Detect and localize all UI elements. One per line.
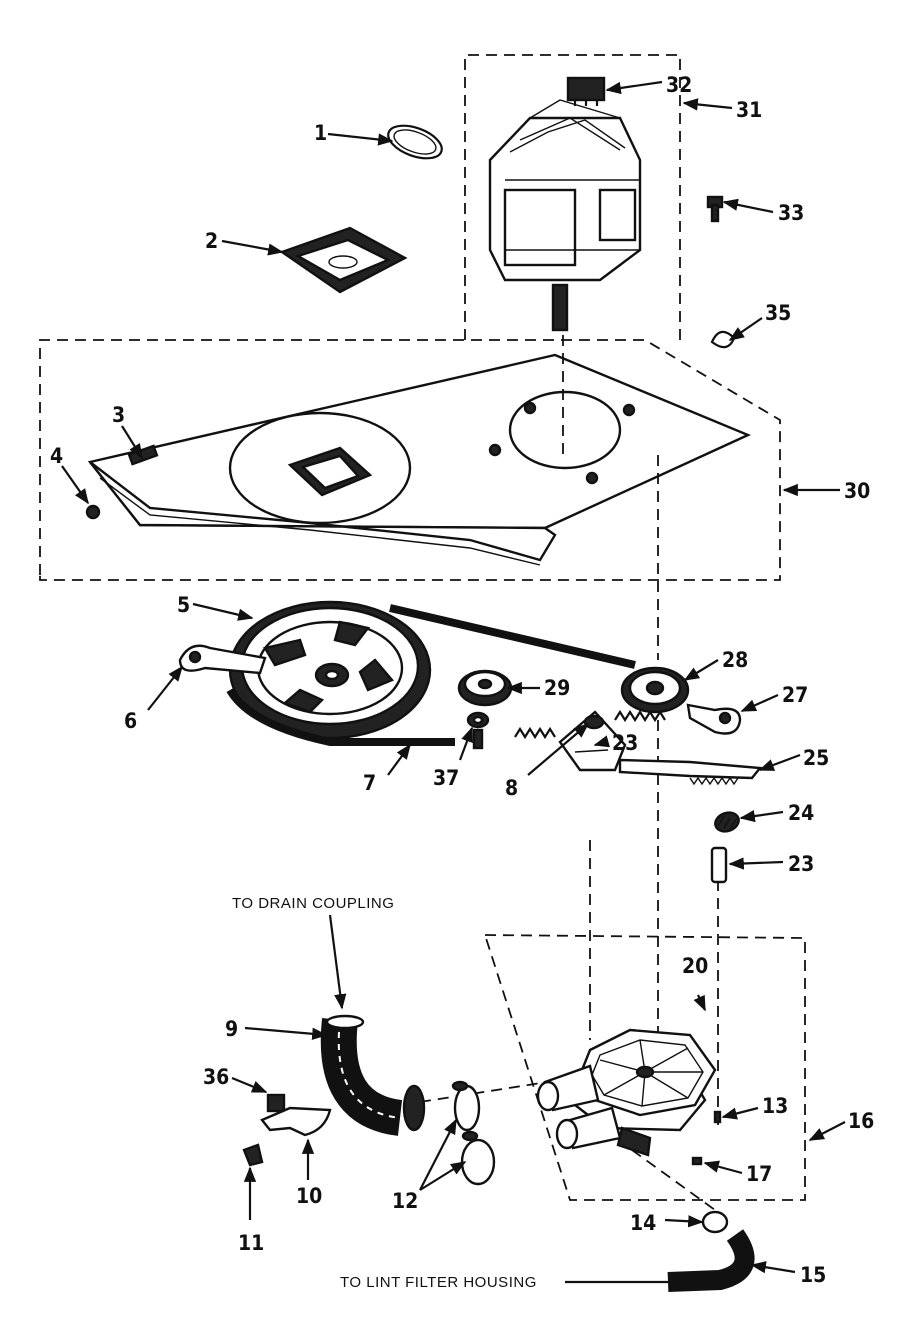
drain-hose (320, 1014, 426, 1136)
drive-pulley (228, 600, 432, 740)
label-23b: 23 (788, 852, 814, 876)
label-2: 2 (205, 229, 218, 253)
label-24: 24 (788, 801, 814, 825)
spring (714, 811, 740, 833)
label-3: 3 (112, 403, 125, 427)
pump-screw (691, 1110, 722, 1166)
hose-clamp-lower (460, 1130, 496, 1186)
label-5: 5 (177, 593, 190, 617)
lint-hose (667, 1229, 755, 1292)
base-nut (85, 504, 101, 520)
pump-assembly-box (484, 934, 806, 1201)
label-15: 15 (800, 1263, 826, 1287)
label-31: 31 (736, 98, 762, 122)
pivot-washer (178, 644, 267, 675)
label-8: 8 (505, 776, 518, 800)
label-9: 9 (225, 1017, 238, 1041)
captions: TO DRAIN COUPLING TO LINT FILTER HOUSING (232, 895, 537, 1291)
idler-arm (558, 710, 627, 772)
idler-bracket (686, 703, 742, 735)
label-37: 37 (433, 766, 459, 790)
hose-bracket (260, 1093, 332, 1137)
base-assembly-box (39, 339, 781, 581)
retaining-ring (387, 124, 443, 160)
label-17: 17 (746, 1162, 772, 1186)
label-10: 10 (296, 1184, 322, 1208)
motor (488, 99, 642, 332)
label-33: 33 (778, 201, 804, 225)
part-labels: 1 2 3 4 5 6 7 8 9 10 11 12 13 14 15 16 1… (50, 73, 874, 1287)
label-29: 29 (544, 676, 570, 700)
pin (710, 846, 728, 884)
tension-springs (514, 709, 666, 740)
label-25: 25 (803, 746, 829, 770)
bolt (706, 195, 724, 223)
label-1: 1 (314, 121, 327, 145)
label-30: 30 (844, 479, 870, 503)
drive-belt (226, 604, 636, 746)
label-14: 14 (630, 1211, 656, 1235)
lint-hose-clamp (701, 1210, 729, 1234)
leader-lines (61, 80, 846, 1284)
label-35: 35 (765, 301, 791, 325)
label-23a: 23 (612, 731, 638, 755)
idler-pulley (620, 666, 690, 714)
label-27: 27 (782, 683, 808, 707)
base-plate (87, 353, 752, 566)
center-lines (419, 335, 719, 1211)
label-36: 36 (203, 1065, 229, 1089)
label-16: 16 (848, 1109, 874, 1133)
motor-connector (566, 76, 606, 106)
label-11: 11 (238, 1231, 264, 1255)
label-13: 13 (762, 1094, 788, 1118)
pump-pulley (457, 669, 513, 707)
washer (466, 711, 490, 750)
water-pump (536, 1028, 717, 1157)
label-28: 28 (722, 648, 748, 672)
caption-lint-filter-housing: TO LINT FILTER HOUSING (340, 1274, 537, 1291)
tension-bar (618, 758, 763, 786)
hose-clamp-upper (451, 1080, 481, 1132)
label-7: 7 (363, 771, 376, 795)
label-4: 4 (50, 444, 63, 468)
bracket-screw (242, 1143, 264, 1167)
motor-mount (279, 226, 408, 294)
caption-drain-coupling: TO DRAIN COUPLING (232, 895, 394, 912)
label-20: 20 (682, 954, 708, 978)
label-12: 12 (392, 1189, 418, 1213)
label-32: 32 (666, 73, 692, 97)
label-6: 6 (124, 709, 137, 733)
